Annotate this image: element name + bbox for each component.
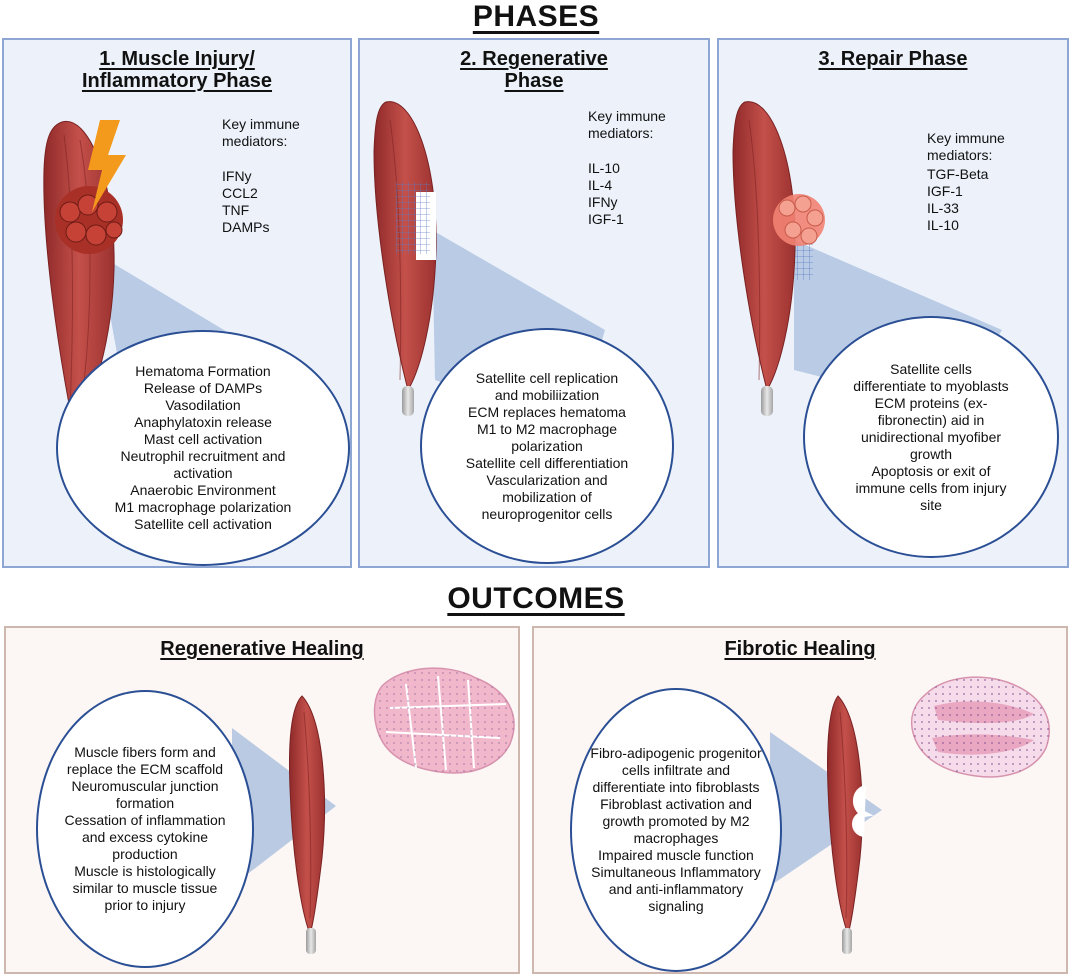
phase-1-panel: 1. Muscle Injury/ Inflammatory Phase Key… — [2, 38, 352, 568]
mediator: IL-4 — [588, 177, 613, 193]
phase-3-mediators-label: Key immune mediators: — [927, 130, 1005, 163]
phase-2-mediator-list: IL-10 IL-4 IFNy IGF-1 — [588, 160, 624, 228]
mediator: DAMPs — [222, 219, 270, 235]
fibrotic-healing-illustration — [770, 676, 1050, 954]
regenerative-healing-illustration — [232, 667, 515, 954]
healthy-muscle-tissue-icon — [373, 667, 515, 774]
mediator: IFNy — [588, 194, 618, 210]
phase-2-panel: 2. Regenerative Phase Key immune mediato… — [358, 38, 710, 568]
phase-3-panel: 3. Repair Phase Key immune mediators: TG… — [717, 38, 1069, 568]
mediator: IL-33 — [927, 200, 959, 216]
phase-1-events-circle: Hematoma Formation Release of DAMPs Vaso… — [56, 330, 350, 566]
phase-2-title: 2. Regenerative Phase — [460, 48, 608, 92]
fibrotic-healing-circle: Fibro-adipogenic progenitor cells infilt… — [570, 688, 782, 972]
phase-3-title: 3. Repair Phase — [818, 48, 968, 70]
mediator: CCL2 — [222, 185, 258, 201]
mediator: TGF-Beta — [927, 166, 989, 182]
mediator: IFNy — [222, 168, 252, 184]
mediator: IL-10 — [588, 160, 620, 176]
mediator: IGF-1 — [588, 211, 624, 227]
phase-3-events-circle: Satellite cells differentiate to myoblas… — [803, 316, 1059, 558]
fibrotic-healing-panel: Fibrotic Healing Fibro-adipogenic progen… — [532, 626, 1068, 974]
lightning-icon — [88, 120, 126, 212]
phase-1-title: 1. Muscle Injury/ Inflammatory Phase — [81, 48, 273, 92]
outcomes-heading: OUTCOMES — [447, 582, 625, 615]
phase-1-mediators-label: Key immune mediators: — [222, 116, 300, 149]
fibrotic-tissue-icon — [910, 676, 1050, 778]
regenerative-healing-title: Regenerative Healing — [160, 638, 364, 660]
fibrotic-healing-title: Fibrotic Healing — [724, 638, 876, 660]
mediator: IGF-1 — [927, 183, 963, 199]
hematoma-icon — [55, 186, 123, 254]
phase-3-mediator-list: TGF-Beta IGF-1 IL-33 IL-10 — [927, 166, 988, 234]
myoblast-cluster-icon — [773, 194, 825, 246]
phase-2-events-circle: Satellite cell replication and mobiliiza… — [420, 328, 674, 564]
phases-heading: PHASES — [472, 0, 600, 33]
mediator: TNF — [222, 202, 250, 218]
mediator: IL-10 — [927, 217, 959, 233]
regenerative-healing-panel: Regenerative Healing Muscle fibers form … — [4, 626, 520, 974]
phase-2-mediators-label: Key immune mediators: — [588, 108, 666, 141]
regenerative-healing-circle: Muscle fibers form and replace the ECM s… — [36, 690, 254, 968]
phase-1-mediator-list: IFNy CCL2 TNF DAMPs — [222, 168, 269, 236]
